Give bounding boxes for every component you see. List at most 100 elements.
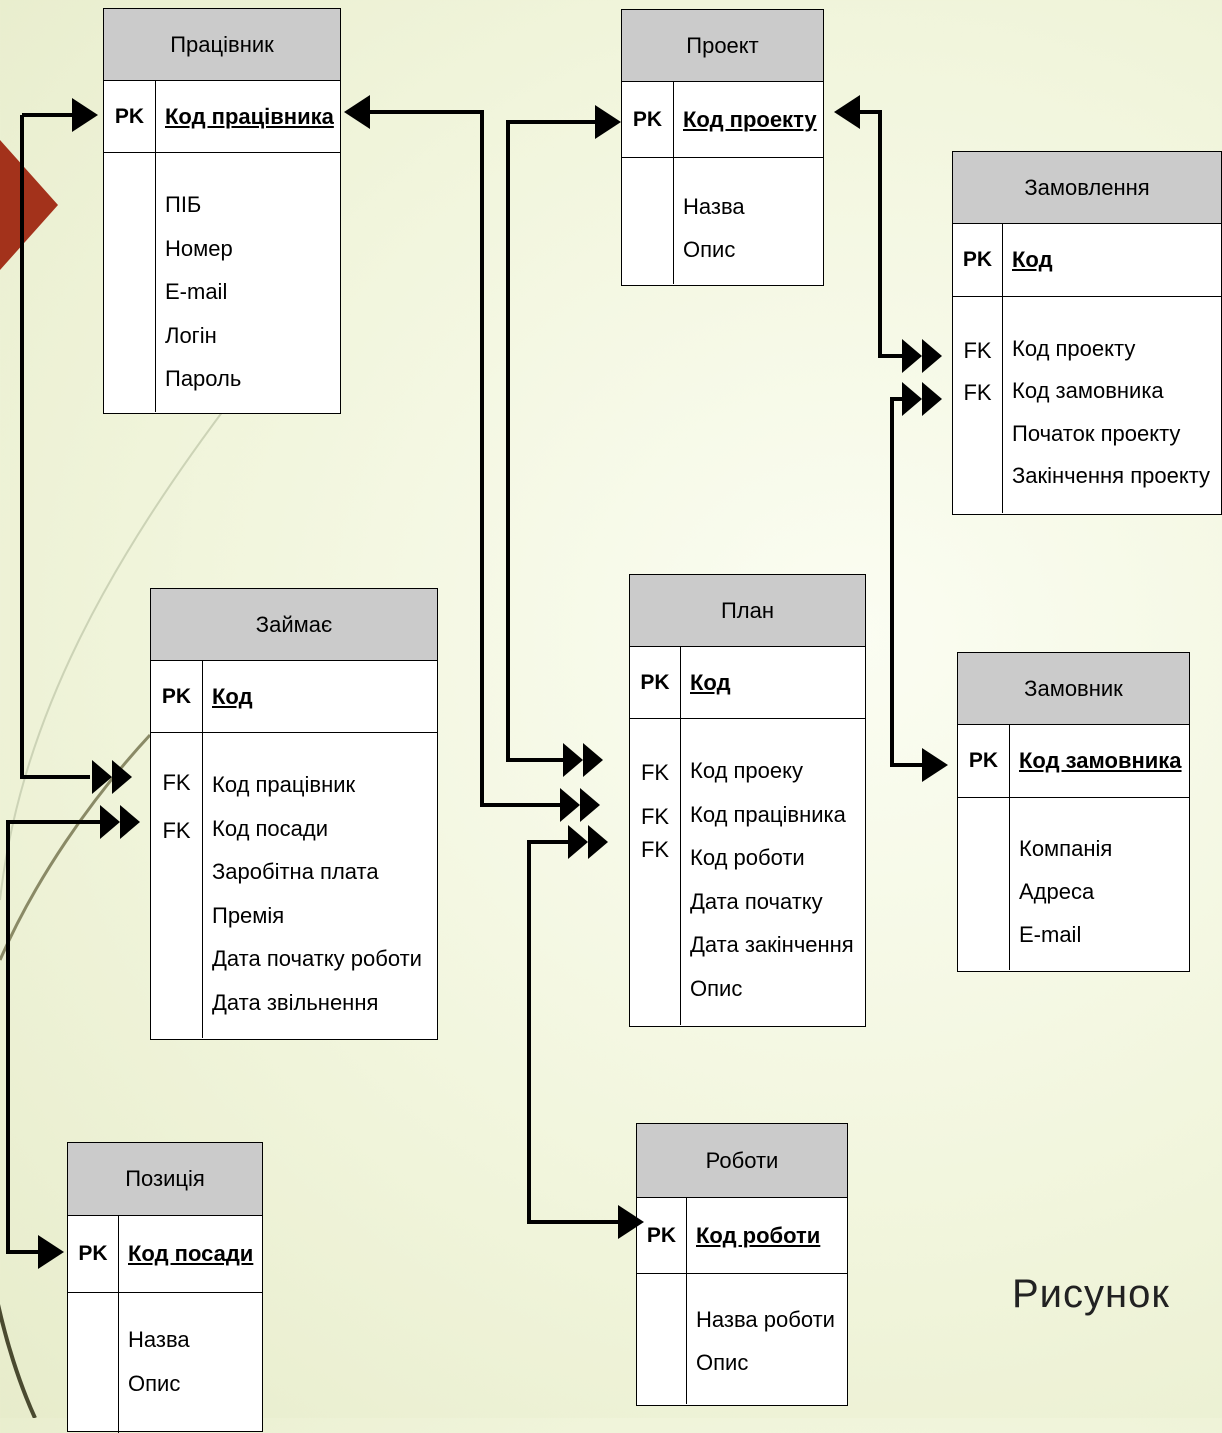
attribute: Початок проекту [1012, 421, 1181, 446]
link-pozytsiia-zaimaie [6, 805, 140, 1269]
key-column: FK FK [953, 297, 1003, 513]
entity-title: План [630, 575, 865, 647]
attribute: Код проеку [690, 758, 804, 783]
red-triangle-marker [0, 140, 58, 270]
attribute: Дата початку роботи [212, 946, 422, 971]
attribute: Код роботи [690, 845, 805, 870]
pk-field: Код [1012, 247, 1053, 272]
attribute-section: Назва Опис [68, 1293, 262, 1433]
attribute-section: Назва роботи Опис [637, 1274, 847, 1404]
many-arrowhead [902, 339, 942, 373]
fk-label: FK [162, 818, 191, 843]
attribute-list: Компанія Адреса E-mail [1010, 798, 1112, 970]
attribute: Номер [165, 236, 233, 261]
pk-label: PK [630, 647, 681, 718]
attribute: Пароль [165, 366, 242, 391]
figure-caption: Рисунок [1012, 1272, 1170, 1316]
entity-title: Позиція [68, 1143, 262, 1216]
entity-proekt: Проект PK Код проекту Назва Опис [621, 9, 824, 286]
entity-roboty: Роботи PK Код роботи Назва роботи Опис [636, 1123, 848, 1406]
primary-key-row: PK Код замовника [958, 725, 1189, 798]
entity-title: Проект [622, 10, 823, 82]
entity-zaimaie: Займає PK Код FK FK Код працівник Код по… [150, 588, 438, 1040]
attribute: Код проекту [1012, 336, 1136, 361]
attribute: Закінчення проекту [1012, 463, 1211, 488]
attribute-section: FK FK Код проекту Код замовника Початок … [953, 297, 1221, 513]
pk-label: PK [958, 725, 1010, 797]
attribute: Код працівника [690, 802, 846, 827]
attribute: Опис [696, 1350, 749, 1375]
many-arrowhead [92, 760, 132, 794]
many-arrowhead [902, 382, 942, 416]
one-arrowhead [72, 98, 98, 132]
primary-key-row: PK Код працівника [104, 81, 340, 153]
attribute-list: Назва Опис [674, 158, 745, 284]
pk-label: PK [104, 81, 156, 152]
link-proekt-zamovlennia [834, 95, 942, 373]
key-column: FK FK [151, 733, 203, 1038]
pk-label: PK [622, 82, 674, 157]
pk-field: Код [212, 683, 253, 709]
pk-label: PK [953, 224, 1003, 296]
primary-key-row: PK Код [953, 224, 1221, 297]
fk-label: FK [162, 770, 191, 795]
attribute-section: Назва Опис [622, 158, 823, 284]
attribute-list: Код проекту Код замовника Початок проект… [1003, 297, 1210, 513]
one-arrowhead [618, 1205, 644, 1239]
attribute: Назва [128, 1327, 190, 1352]
many-arrowhead [100, 805, 140, 839]
attribute: Код працівник [212, 772, 356, 797]
attribute-list: Код працівник Код посади Заробітна плата… [203, 733, 422, 1038]
pk-label: PK [151, 661, 203, 732]
attribute-section: ПІБ Номер E-mail Логін Пароль [104, 153, 340, 412]
attribute: Компанія [1019, 836, 1113, 861]
one-arrowhead [38, 1235, 64, 1269]
attribute: Дата початку [690, 889, 823, 914]
key-column [637, 1274, 687, 1404]
attribute-list: Назва роботи Опис [687, 1274, 835, 1404]
one-arrowhead [344, 95, 370, 129]
fk-label: FK [640, 804, 670, 829]
many-arrowhead [563, 743, 603, 777]
decor-line-upper [0, 733, 152, 961]
key-column: FK FK FK [630, 719, 681, 1025]
attribute: Дата закінчення [690, 932, 854, 957]
entity-title: Замовлення [953, 152, 1221, 224]
pk-field: Код роботи [696, 1222, 821, 1248]
one-arrowhead [922, 748, 948, 782]
entity-title: Працівник [104, 9, 340, 81]
link-roboty-plan [527, 825, 644, 1239]
pk-label: PK [68, 1216, 119, 1292]
entity-title: Замовник [958, 653, 1189, 725]
attribute: Адреса [1019, 879, 1095, 904]
attribute-list: Код проеку Код працівника Код роботи Дат… [681, 719, 854, 1025]
pk-field: Код [690, 669, 731, 695]
pk-field: Код посади [128, 1241, 254, 1266]
one-arrowhead [834, 95, 860, 129]
entity-pozytsiia: Позиція PK Код посади Назва Опис [67, 1142, 263, 1433]
entity-zamovnyk: Замовник PK Код замовника Компанія Адрес… [957, 652, 1190, 972]
attribute: Логін [165, 323, 217, 348]
link-pracivnyk-plan [344, 95, 600, 822]
entity-plan: План PK Код FK FK FK Код проеку Код прац… [629, 574, 866, 1027]
attribute: Опис [690, 976, 743, 1001]
primary-key-row: PK Код [151, 661, 437, 733]
attribute: ПІБ [165, 192, 202, 217]
attribute: Дата звільнення [212, 990, 379, 1015]
attribute: E-mail [165, 279, 228, 304]
entity-title: Роботи [637, 1124, 847, 1198]
attribute-list: Назва Опис [119, 1293, 190, 1433]
attribute: Премія [212, 903, 285, 928]
one-arrowhead [595, 105, 621, 139]
fk-label: FK [640, 760, 670, 785]
attribute-section: FK FK FK Код проеку Код працівника Код р… [630, 719, 865, 1025]
link-pracivnyk-zaimaie [20, 98, 132, 794]
attribute-list: ПІБ Номер E-mail Логін Пароль [156, 153, 241, 412]
primary-key-row: PK Код [630, 647, 865, 719]
primary-key-row: PK Код роботи [637, 1198, 847, 1274]
entity-zamovlennia: Замовлення PK Код FK FK Код проекту Код … [952, 151, 1222, 515]
attribute: Опис [128, 1371, 181, 1396]
key-column [622, 158, 674, 284]
